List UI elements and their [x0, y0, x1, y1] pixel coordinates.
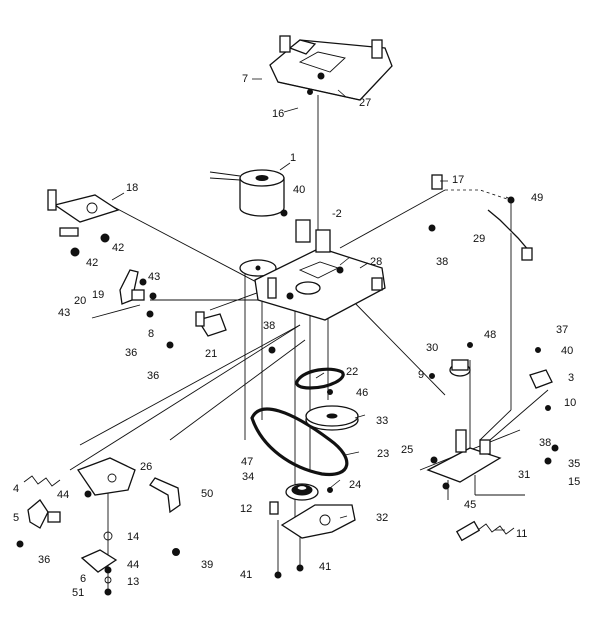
- part-28-main-chassis: [254, 219, 386, 321]
- callout-1: 1: [290, 152, 296, 164]
- callout-40-b: 40: [561, 345, 573, 357]
- callout-38-a: 38: [263, 320, 275, 332]
- callout-31: 31: [518, 469, 530, 481]
- belts-and-pulleys: [250, 367, 359, 501]
- callout-43-a: 43: [148, 271, 160, 283]
- callout-42-a: 42: [112, 242, 124, 254]
- callout-37: 37: [556, 324, 568, 336]
- callout-46: 46: [356, 387, 368, 399]
- callout-32: 32: [376, 512, 388, 524]
- callout-36-b: 36: [147, 370, 159, 382]
- callout-2: -2: [332, 208, 342, 220]
- callout-6: 6: [80, 573, 86, 585]
- callout-22: 22: [346, 366, 358, 378]
- part-1-motor: [209, 169, 285, 277]
- part-17-29-49: [280, 174, 533, 261]
- part-50-39: [149, 477, 181, 556]
- callout-50: 50: [201, 488, 213, 500]
- callout-14: 14: [127, 531, 139, 543]
- callout-5: 5: [13, 512, 19, 524]
- callout-3: 3: [568, 372, 574, 384]
- callout-44-b: 44: [127, 559, 139, 571]
- callout-23: 23: [377, 448, 389, 460]
- callout-25: 25: [401, 444, 413, 456]
- callout-43-b: 43: [58, 307, 70, 319]
- callout-38-c: 38: [539, 437, 551, 449]
- callout-36-c: 36: [38, 554, 50, 566]
- callout-15: 15: [568, 476, 580, 488]
- callout-35: 35: [568, 458, 580, 470]
- callout-24: 24: [349, 479, 361, 491]
- part-26-left-lower-assembly: [16, 457, 136, 596]
- callout-41-a: 41: [240, 569, 252, 581]
- callout-12: 12: [240, 503, 252, 515]
- callout-42-b: 42: [86, 257, 98, 269]
- callout-4: 4: [13, 483, 19, 495]
- part-32-lower-plate: [269, 501, 356, 579]
- callout-41-b: 41: [319, 561, 331, 573]
- callout-47: 47: [241, 456, 253, 468]
- callout-51: 51: [72, 587, 84, 599]
- part-18-left-bracket: [47, 189, 120, 257]
- callout-34: 34: [242, 471, 254, 483]
- callout-9: 9: [418, 369, 424, 381]
- callout-40-a: 40: [293, 184, 305, 196]
- part-27-top-bracket: [269, 35, 393, 101]
- callout-28: 28: [370, 256, 382, 268]
- part-19-21-linkage: [91, 269, 276, 354]
- callout-30: 30: [426, 342, 438, 354]
- callout-16: 16: [272, 108, 284, 120]
- callout-labels: 1 -2 3 4 5 6 7 8 9 10 11 12 13 14 15 16 …: [13, 73, 580, 599]
- callout-10: 10: [564, 397, 576, 409]
- callout-11: 11: [516, 528, 527, 540]
- leader-ticks: [111, 78, 513, 531]
- callout-44-a: 44: [57, 489, 69, 501]
- callout-21: 21: [205, 348, 217, 360]
- callout-38-b: 38: [436, 256, 448, 268]
- callout-36-a: 36: [125, 347, 137, 359]
- callout-45: 45: [464, 499, 476, 511]
- callout-17: 17: [452, 174, 464, 186]
- part-30-31-right-assembly: [426, 342, 559, 542]
- callout-29: 29: [473, 233, 485, 245]
- callout-26: 26: [140, 461, 152, 473]
- callout-33: 33: [376, 415, 388, 427]
- callout-18: 18: [126, 182, 138, 194]
- callout-49: 49: [531, 192, 543, 204]
- callout-8: 8: [148, 328, 154, 340]
- callout-19: 19: [92, 289, 104, 301]
- callout-39: 39: [201, 559, 213, 571]
- callout-48: 48: [484, 329, 496, 341]
- callout-7: 7: [242, 73, 248, 85]
- assembly-lines: [69, 95, 549, 595]
- callout-13: 13: [127, 576, 139, 588]
- callout-27: 27: [359, 97, 371, 109]
- callout-20: 20: [74, 295, 86, 307]
